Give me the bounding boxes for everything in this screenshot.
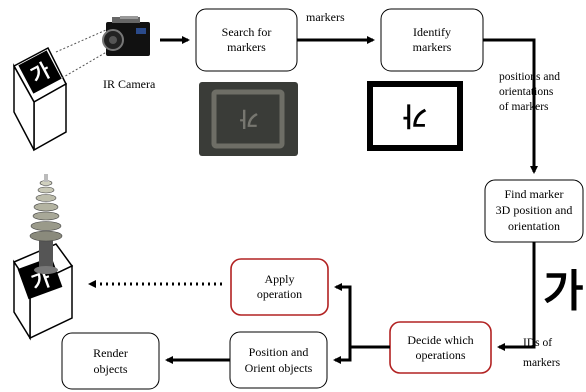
node-decide-operations: Decide which operations bbox=[389, 321, 492, 374]
node-find-marker-pose: Find marker 3D position and orientation bbox=[484, 179, 584, 243]
node-identify-markers: Identify markers bbox=[380, 8, 484, 72]
svg-text:of markers: of markers bbox=[499, 101, 549, 113]
ir-camera-label: IR Camera bbox=[103, 77, 156, 91]
arrow-identify-to-find bbox=[483, 38, 538, 174]
svg-text:IDs of: IDs of bbox=[523, 337, 552, 349]
edge-label-markers: markers bbox=[306, 10, 345, 24]
svg-text:markers: markers bbox=[227, 40, 266, 54]
node-apply-operation: Apply operation bbox=[230, 258, 329, 316]
svg-text:operations: operations bbox=[416, 348, 466, 362]
svg-text:Orient objects: Orient objects bbox=[245, 361, 313, 375]
node-position-orient: Position and Orient objects bbox=[229, 331, 328, 389]
edge-label-ids: IDs of markers bbox=[523, 337, 561, 369]
svg-text:3D position and: 3D position and bbox=[496, 203, 573, 217]
virtual-object-cube: 가 bbox=[12, 243, 74, 341]
camera-sight-lines bbox=[55, 29, 111, 79]
svg-text:Apply: Apply bbox=[265, 272, 295, 286]
svg-text:markers: markers bbox=[523, 357, 561, 369]
svg-text:positions and: positions and bbox=[499, 71, 560, 83]
svg-text:objects: objects bbox=[94, 362, 128, 376]
arrow-decide-to-position bbox=[333, 347, 352, 364]
svg-text:Search for: Search for bbox=[222, 25, 272, 39]
svg-text:Find marker: Find marker bbox=[505, 187, 564, 201]
svg-text:Render: Render bbox=[93, 346, 128, 360]
virtual-object-tower bbox=[29, 174, 63, 274]
marker-id-glyph: 가 bbox=[543, 266, 583, 317]
ir-camera-icon bbox=[102, 16, 150, 56]
node-search-markers: Search for markers bbox=[195, 8, 298, 72]
edge-label-positions: positions and orientations of markers bbox=[499, 71, 560, 113]
svg-text:orientations: orientations bbox=[499, 86, 554, 98]
svg-text:Identify: Identify bbox=[413, 25, 451, 39]
arrow-find-to-decide bbox=[497, 242, 536, 351]
node-render-objects: Render objects bbox=[61, 332, 160, 390]
svg-text:Decide which: Decide which bbox=[407, 333, 473, 347]
camera-marker-photo: 가 bbox=[199, 82, 298, 156]
svg-text:가: 가 bbox=[239, 107, 258, 131]
identified-marker-image: 가 bbox=[367, 81, 463, 151]
arrow-decide-to-apply bbox=[334, 283, 390, 349]
svg-text:가: 가 bbox=[403, 100, 427, 130]
svg-text:markers: markers bbox=[413, 40, 452, 54]
svg-text:Position and: Position and bbox=[249, 345, 309, 359]
svg-text:orientation: orientation bbox=[508, 219, 560, 233]
svg-text:operation: operation bbox=[257, 287, 302, 301]
marker-cube-top: 가 bbox=[12, 46, 67, 152]
